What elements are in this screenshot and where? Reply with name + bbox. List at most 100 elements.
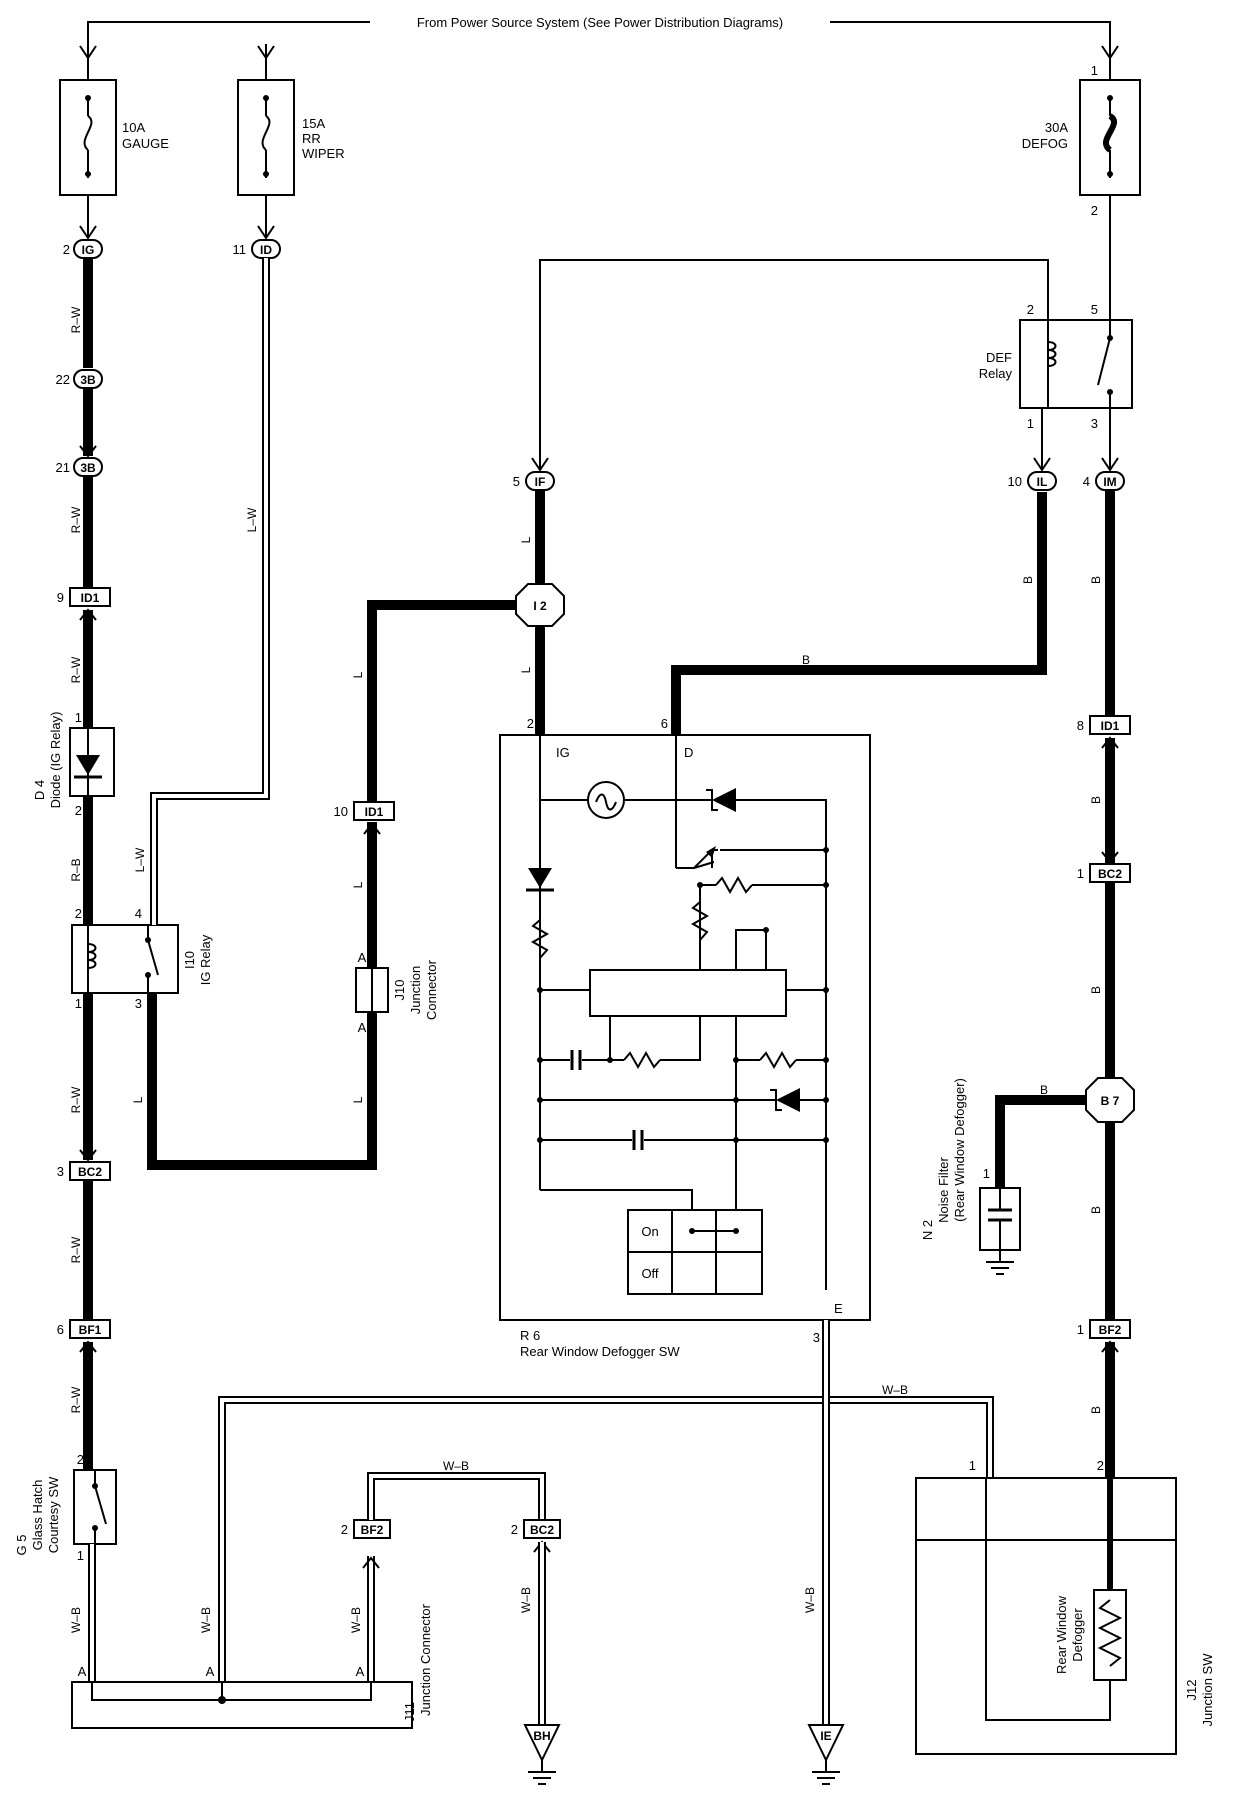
ground-wires-j11: W–B W–B W–B W–B [69, 1383, 994, 1682]
left-circuit: IG 2 R–W 3B 22 3B 21 R–W ID1 9 R–W [56, 195, 111, 728]
wire-b-8: B [1089, 1406, 1103, 1414]
wire-l-4: L [351, 671, 365, 678]
conn-3b-21: 3B [80, 461, 96, 475]
fuse-defog: 1 2 30A DEFOG [1022, 60, 1141, 218]
conn-bc2-2: BC2 [530, 1523, 554, 1537]
junction-sw-j12: 1 2 Rear Window Defogger J12 Junction SW [915, 1458, 1215, 1755]
wire-wb-1: W–B [69, 1607, 83, 1633]
wire-wb-2: W–B [199, 1607, 213, 1633]
wire-l-1: L [131, 1096, 145, 1103]
r6-name: Rear Window Defogger SW [520, 1344, 680, 1359]
ig-relay-id: I10 [182, 951, 197, 969]
wire-wb-7: W–B [803, 1587, 817, 1613]
wire-wb-4: W–B [349, 1607, 363, 1633]
def-relay-name2: Relay [979, 366, 1013, 381]
noise-filter-n2: 1 N 2 Noise Filter (Rear Window Defogger… [920, 1078, 1021, 1275]
j10-name2: Connector [424, 959, 439, 1020]
pin-j12-2: 2 [1097, 1458, 1104, 1473]
r6-id: R 6 [520, 1328, 540, 1343]
n2-id: N 2 [920, 1220, 935, 1240]
if-circuit: IF 5 L I 2 L [513, 259, 1049, 735]
sw-term-ig: IG [556, 745, 570, 760]
pin-defog-1: 1 [1091, 63, 1098, 78]
wire-b-3: B [1089, 576, 1103, 584]
g5-name: Glass Hatch [30, 1480, 45, 1551]
pin-def-1: 1 [1027, 416, 1034, 431]
fuse-rr-wiper: 15A RR WIPER [237, 79, 345, 196]
n2-name: Noise Filter [936, 1156, 951, 1222]
bh-ground-circuit: BF2 2 W–B BC2 2 W–B BH [341, 1459, 561, 1785]
power-source-header: From Power Source System (See Power Dist… [79, 15, 1119, 80]
j12-name: Junction SW [1200, 1653, 1215, 1727]
sw-off-label: Off [641, 1266, 658, 1281]
pin-j10-a2: A [358, 1020, 367, 1035]
junction-connector-j10: A A J10 Junction Connector [355, 950, 439, 1035]
conn-if: IF [535, 475, 546, 489]
wire-b-4: B [1089, 796, 1103, 804]
pin-diode-2: 2 [75, 803, 82, 818]
def-relay: 2 5 1 3 DEF Relay [979, 195, 1133, 472]
wire-l-3: L [351, 881, 365, 888]
fuse-rr-wiper-name: RR [302, 131, 321, 146]
pin-if-5: 5 [513, 474, 520, 489]
wire-rw-3: R–W [69, 656, 83, 683]
conn-3b-22: 3B [80, 373, 96, 387]
fuse-rr-wiper-name2: WIPER [302, 146, 345, 161]
conn-ig: IG [82, 243, 95, 257]
wire-rw-6: R–W [69, 1386, 83, 1413]
pin-id1-10: 10 [334, 804, 348, 819]
sw-term-d: D [684, 745, 693, 760]
conn-id: ID [260, 243, 272, 257]
pin-im-4: 4 [1083, 474, 1090, 489]
fuse-gauge-rating: 10A [122, 120, 145, 135]
conn-id1-9: ID1 [81, 591, 100, 605]
g5-name2: Courtesy SW [46, 1476, 61, 1553]
pin-bf1-6: 6 [57, 1322, 64, 1337]
conn-bc2-1: BC2 [1098, 867, 1122, 881]
wire-rw-2: R–W [69, 506, 83, 533]
diode-d4: 1 2 D 4 Diode (IG Relay) [32, 710, 115, 818]
conn-bf2-1: BF2 [1099, 1323, 1122, 1337]
wire-rw-5: R–W [69, 1236, 83, 1263]
wire-wb-3: W–B [882, 1383, 908, 1397]
j11-name: Junction Connector [418, 1603, 433, 1716]
wire-wb-6: W–B [519, 1587, 533, 1613]
pin-il-10: 10 [1008, 474, 1022, 489]
pin-bc2-2: 2 [511, 1522, 518, 1537]
sw-term-e: E [834, 1301, 843, 1316]
diode-d4-id: D 4 [32, 780, 47, 800]
g5-id: G 5 [14, 1535, 29, 1556]
j10-id: J10 [392, 980, 407, 1001]
fuse-defog-rating: 30A [1045, 120, 1068, 135]
junction-connector-j11: A A A J11 Junction Connector [71, 1603, 433, 1729]
conn-id1-10: ID1 [365, 805, 384, 819]
pin-j10-a1: A [358, 950, 367, 965]
pin-def-2: 2 [1027, 302, 1034, 317]
wire-l-6: L [519, 666, 533, 673]
pin-j12-1: 1 [969, 1458, 976, 1473]
id1-10-circuit: ID1 10 L L [334, 600, 530, 968]
j11-id: J11 [402, 1702, 417, 1722]
conn-i2: I 2 [533, 599, 547, 613]
wire-b-1: B [802, 653, 810, 667]
pin-relay-4: 4 [135, 906, 142, 921]
wire-rw-4: R–W [69, 1086, 83, 1113]
ig-relay-i10: 2 4 1 3 I10 IG Relay [71, 906, 213, 1011]
pin-relay-1: 1 [75, 996, 82, 1011]
pin-g5-2: 2 [77, 1452, 84, 1467]
wire-lw-2: L–W [133, 847, 147, 872]
wire-wb-5: W–B [443, 1459, 469, 1473]
fuse-gauge: 10A GAUGE [59, 60, 169, 196]
fuse-rr-wiper-rating: 15A [302, 116, 325, 131]
pin-bc2-1: 1 [1077, 866, 1084, 881]
conn-ie: IE [820, 1729, 831, 1743]
pin-relay-2: 2 [75, 906, 82, 921]
wire-l-2: L [351, 1096, 365, 1103]
pin-id1-9: 9 [57, 590, 64, 605]
pin-bc2-3: 3 [57, 1164, 64, 1179]
j12-id: J12 [1184, 1680, 1199, 1701]
d-terminal-circuit: B B IL 10 [671, 400, 1057, 735]
pin-n2-1: 1 [983, 1166, 990, 1181]
pin-defog-2: 2 [1091, 203, 1098, 218]
